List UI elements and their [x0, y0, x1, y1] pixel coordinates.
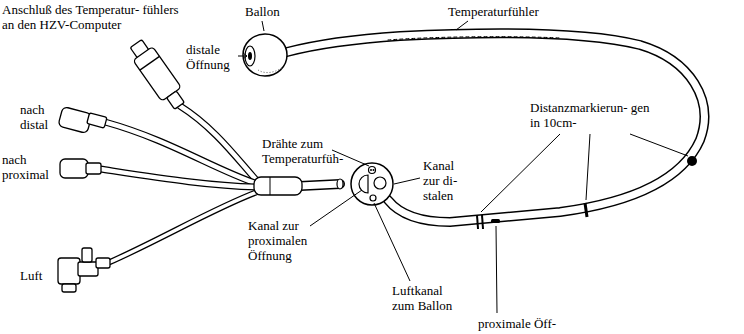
- connector-caption: Anschluß des Temperatur- fühlers an den …: [2, 2, 182, 32]
- part-label: Drähte zum Temperaturfüh-: [262, 136, 362, 166]
- computer-plug: [126, 37, 189, 113]
- balloon: [243, 34, 287, 76]
- proximal-line: [100, 169, 258, 187]
- line-label: nach distal: [20, 102, 60, 132]
- part-label: distale Öffnung: [186, 42, 238, 72]
- hub-ring: [270, 177, 271, 195]
- part-label: Luftkanal zum Ballon: [392, 283, 458, 313]
- proximal-connector: [60, 159, 101, 178]
- line-label: nach proximal: [2, 152, 58, 182]
- tubes: [100, 33, 704, 262]
- part-label: Kanal zur proximalen Öffnung: [248, 218, 328, 263]
- catheter-body: [287, 33, 704, 222]
- sensor-wire: [388, 37, 560, 40]
- line-label: Luft: [20, 268, 42, 283]
- air-line: [110, 191, 260, 262]
- leader-lines: [238, 21, 688, 313]
- part-label: Temperaturfühler: [448, 4, 539, 19]
- proximal-opening: [491, 219, 500, 223]
- air-stopcock: [58, 248, 110, 292]
- distal-connector: [58, 106, 107, 133]
- part-label: Kanal zur di- stalen: [423, 158, 473, 203]
- catheter-hub: [254, 177, 302, 195]
- part-label: proximale Öff-: [478, 316, 588, 331]
- cross-section: [351, 163, 393, 205]
- distance-markings: [477, 156, 697, 229]
- catheter-stub: [300, 184, 340, 186]
- part-label: Distanzmarkierun- gen in 10cm-: [530, 100, 655, 130]
- cut-end: [337, 179, 343, 189]
- part-label: Ballon: [245, 4, 280, 19]
